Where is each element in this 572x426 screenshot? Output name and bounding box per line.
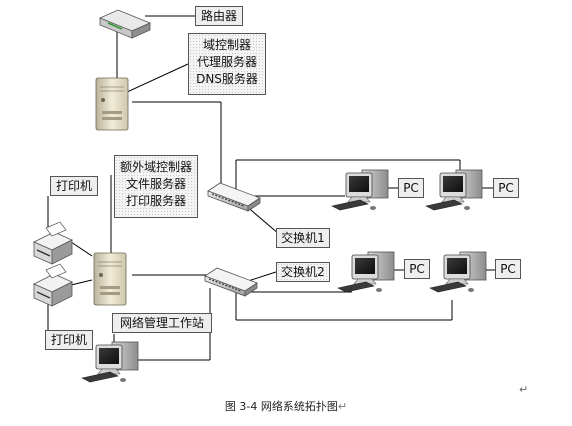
caption-text: 图 3-4 网络系统拓扑图 [224,400,338,413]
figure-caption: 图 3-4 网络系统拓扑图↵ [0,398,572,414]
switch1-icon [207,182,261,212]
pc3-label: PC [404,259,430,279]
caption-paragraph-mark: ↵ [337,400,348,413]
pc3-icon [337,251,395,293]
pc2-label: PC [493,178,519,198]
pc4-icon [429,251,487,293]
proxy-server-text: 代理服务器 [196,55,257,69]
print-server-text: 打印服务器 [125,194,186,208]
paragraph-mark: ↵ [519,383,529,396]
file-print-server-label: 额外域控制器 文件服务器 打印服务器 [114,155,198,218]
switch1-label-leader [244,204,280,235]
dns-server-text: DNS服务器 [196,72,258,86]
pc1-label: PC [398,178,424,198]
printer-bottom-icon [33,263,73,307]
domain-server-label: 域控制器 代理服务器 DNS服务器 [188,33,266,95]
router-label: 路由器 [195,6,243,26]
mgmt-workstation-label: 网络管理工作站 [112,313,212,333]
domain-controller-text: 域控制器 [202,38,251,52]
printer2-link [70,279,93,286]
switch1-label: 交换机1 [276,228,330,248]
server-label-leader [126,63,189,93]
pc2-icon [425,169,483,211]
printer-bottom-label: 打印机 [45,330,93,350]
file-server-text: 文件服务器 [125,177,186,191]
switch2-label: 交换机2 [276,262,330,282]
pc4-label: PC [495,259,521,279]
pc1-icon [331,169,389,211]
router-icon [98,9,152,39]
printer-top-icon [33,221,73,265]
printer1-link [70,241,93,257]
file-print-server-icon [93,252,127,306]
domain-server-icon [95,77,129,131]
switch2-icon [204,267,258,297]
extra-domain-controller-text: 额外域控制器 [119,160,192,174]
printer-top-label: 打印机 [50,176,98,196]
switch2-label-leader [244,270,280,283]
